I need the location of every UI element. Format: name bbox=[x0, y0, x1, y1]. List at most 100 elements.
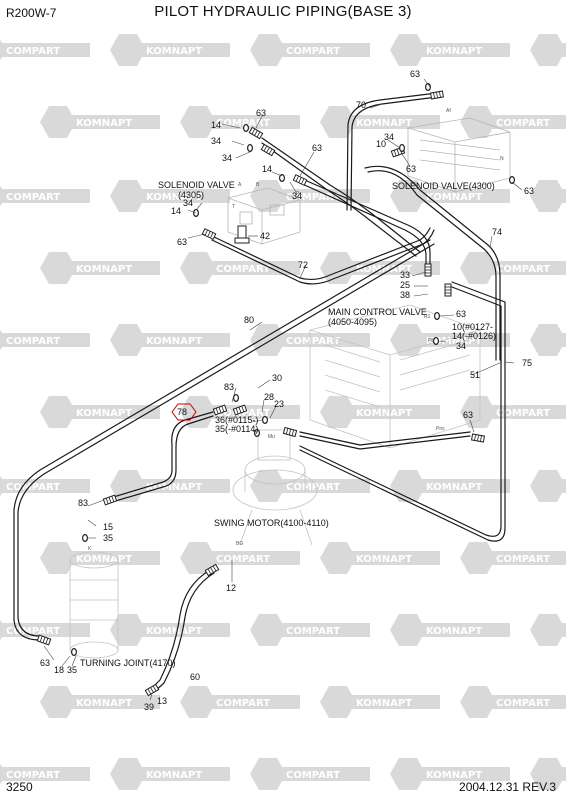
callout-38: 38 bbox=[400, 290, 410, 300]
svg-text:Pns: Pns bbox=[436, 426, 445, 432]
watermark-tile: COMPART bbox=[460, 686, 566, 718]
svg-text:KOMNAPT: KOMNAPT bbox=[76, 264, 132, 275]
callout-34: 34 bbox=[183, 198, 193, 208]
callout-78-box: 78 bbox=[171, 403, 197, 421]
callout-78: 78 bbox=[177, 407, 187, 417]
callout-14-range: 14(-#0126) bbox=[452, 331, 496, 341]
svg-text:KOMNAPT: KOMNAPT bbox=[426, 336, 482, 347]
solenoid-valve-left-body bbox=[227, 187, 301, 245]
watermark-tile: COMPART bbox=[530, 180, 566, 212]
callout-80: 80 bbox=[244, 315, 254, 325]
svg-text:COMPART: COMPART bbox=[6, 46, 60, 57]
callout-72: 72 bbox=[298, 260, 308, 270]
svg-text:COMPART: COMPART bbox=[286, 626, 340, 637]
callout-34: 34 bbox=[456, 341, 466, 351]
callout-35-range: 35(-#0114) bbox=[215, 424, 258, 434]
callout-51: 51 bbox=[470, 370, 480, 380]
part-callouts: 63 70 63 14 34 34 63 14 10 34 63 34 63 1… bbox=[40, 69, 534, 712]
callout-34: 34 bbox=[211, 136, 221, 146]
svg-text:N: N bbox=[500, 156, 504, 162]
callout-33: 33 bbox=[400, 270, 410, 280]
callout-15: 15 bbox=[103, 522, 113, 532]
svg-text:COMPART: COMPART bbox=[496, 408, 550, 419]
watermark-tile: KOMNAPT bbox=[320, 542, 440, 574]
watermark-tile: KOMNAPT bbox=[390, 34, 510, 66]
callout-12: 12 bbox=[226, 583, 236, 593]
watermark-tile: COMPART bbox=[530, 34, 566, 66]
bolt-fitting-42 bbox=[234, 225, 250, 244]
watermark-tile: KOMNAPT bbox=[110, 34, 230, 66]
svg-text:COMPART: COMPART bbox=[496, 264, 550, 275]
page-number: 3250 bbox=[6, 780, 33, 794]
watermark-tile: KOMNAPT bbox=[320, 106, 440, 138]
watermark-tile: KOMNAPT bbox=[40, 542, 160, 574]
watermark-tile: KOMNAPT bbox=[110, 758, 230, 790]
watermark-tile: COMPART bbox=[250, 758, 370, 790]
svg-text:K: K bbox=[88, 546, 92, 552]
callout-42: 42 bbox=[260, 231, 270, 241]
watermark-tile: KOMNAPT bbox=[110, 180, 230, 212]
watermark-tile: COMPART bbox=[0, 329, 90, 351]
watermark-tile: COMPART bbox=[530, 758, 566, 790]
svg-text:COMPART: COMPART bbox=[286, 192, 340, 203]
main-control-valve-label: MAIN CONTROL VALVE (4050-4095) bbox=[328, 307, 427, 327]
svg-text:COMPART: COMPART bbox=[286, 336, 340, 347]
svg-text:COMPART: COMPART bbox=[6, 482, 60, 493]
callout-60: 60 bbox=[190, 672, 200, 682]
leader-lines bbox=[43, 78, 523, 701]
hose-routes bbox=[13, 92, 506, 693]
callout-34: 34 bbox=[292, 191, 302, 201]
svg-text:SOLENOID VALVE: SOLENOID VALVE bbox=[158, 180, 235, 190]
callout-10: 10 bbox=[376, 139, 386, 149]
callout-35: 35 bbox=[103, 533, 113, 543]
callout-23: 23 bbox=[274, 399, 284, 409]
watermark-tile: KOMNAPT bbox=[390, 614, 510, 646]
model-code: R200W-7 bbox=[6, 6, 57, 20]
callout-63: 63 bbox=[177, 237, 187, 247]
watermark-tile: KOMNAPT bbox=[390, 180, 510, 212]
svg-text:KOMNAPT: KOMNAPT bbox=[356, 554, 412, 565]
watermark-tile: COMPART bbox=[0, 763, 90, 785]
watermark-tile: COMPART bbox=[530, 614, 566, 646]
svg-text:COMPART: COMPART bbox=[216, 698, 270, 709]
port-marks: A B P T R1 Pb Pns Mu BG Af K N bbox=[88, 108, 504, 552]
watermark-tile: COMPART bbox=[0, 39, 90, 61]
svg-text:COMPART: COMPART bbox=[216, 264, 270, 275]
svg-text:KOMNAPT: KOMNAPT bbox=[76, 554, 132, 565]
svg-text:KOMNAPT: KOMNAPT bbox=[426, 192, 482, 203]
callout-36-range: 36(#0115-) bbox=[215, 415, 258, 425]
svg-text:COMPART: COMPART bbox=[496, 698, 550, 709]
watermark-tile: KOMNAPT bbox=[40, 252, 160, 284]
svg-text:KOMNAPT: KOMNAPT bbox=[146, 192, 202, 203]
svg-text:COMPART: COMPART bbox=[496, 118, 550, 129]
callout-63: 63 bbox=[410, 69, 420, 79]
svg-text:COMPART: COMPART bbox=[496, 554, 550, 565]
svg-text:KOMNAPT: KOMNAPT bbox=[356, 408, 412, 419]
callout-70: 70 bbox=[356, 100, 366, 110]
callout-75: 75 bbox=[522, 358, 532, 368]
svg-text:P: P bbox=[296, 191, 300, 197]
svg-text:COMPART: COMPART bbox=[216, 554, 270, 565]
watermark-tile: KOMNAPT bbox=[320, 686, 440, 718]
watermark-tile: KOMNAPT bbox=[110, 470, 230, 502]
svg-text:KOMNAPT: KOMNAPT bbox=[76, 118, 132, 129]
watermark-tile: COMPART bbox=[180, 542, 300, 574]
callout-18: 18 bbox=[54, 665, 64, 675]
svg-text:KOMNAPT: KOMNAPT bbox=[426, 46, 482, 57]
watermark-tile: KOMNAPT bbox=[320, 396, 440, 428]
callout-63: 63 bbox=[406, 164, 416, 174]
callout-63: 63 bbox=[256, 108, 266, 118]
svg-text:KOMNAPT: KOMNAPT bbox=[426, 482, 482, 493]
solenoid-valve-left-label: SOLENOID VALVE (4305) bbox=[158, 180, 235, 200]
svg-text:COMPART: COMPART bbox=[286, 482, 340, 493]
watermark-tile: COMPART bbox=[0, 185, 90, 207]
callout-83: 83 bbox=[78, 498, 88, 508]
svg-text:MAIN CONTROL VALVE: MAIN CONTROL VALVE bbox=[328, 307, 427, 317]
callout-35: 35 bbox=[67, 665, 77, 675]
watermark-tile: KOMNAPT bbox=[390, 324, 510, 356]
svg-text:COMPART: COMPART bbox=[216, 118, 270, 129]
svg-text:BG: BG bbox=[236, 541, 243, 547]
svg-text:KOMNAPT: KOMNAPT bbox=[426, 626, 482, 637]
